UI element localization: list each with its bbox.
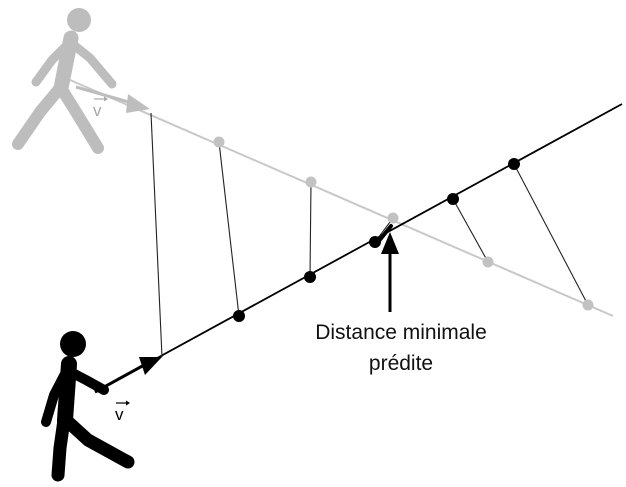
connector-line-6 bbox=[513, 163, 589, 306]
top-point-5 bbox=[582, 299, 594, 311]
velocity-label-top: v bbox=[93, 101, 102, 120]
top-trajectory-points bbox=[213, 136, 594, 311]
velocity-label-bottom: v bbox=[115, 405, 124, 424]
bottom-point-5 bbox=[508, 158, 520, 170]
bottom-pedestrian-trajectory bbox=[94, 103, 623, 393]
annotation-line-1: Distance minimale bbox=[315, 321, 487, 344]
bottom-trajectory-points bbox=[233, 158, 520, 322]
minimal-distance-segment bbox=[376, 224, 393, 244]
top-point-4 bbox=[482, 256, 494, 268]
velocity-vector-mark-bottom-head bbox=[126, 400, 130, 406]
top-point-2 bbox=[305, 176, 317, 188]
velocity-arrow-bottom-icon bbox=[94, 357, 162, 394]
top-pedestrian-trajectory bbox=[69, 79, 614, 317]
minimal-distance-arrow-icon bbox=[381, 232, 399, 312]
walking-person-icon-top bbox=[12, 8, 117, 154]
connector-line-3 bbox=[309, 181, 312, 278]
connector-line-2 bbox=[218, 141, 240, 317]
connector-line-1 bbox=[150, 112, 163, 358]
velocity-vector-mark-top-head bbox=[104, 96, 108, 102]
top-point-1 bbox=[213, 136, 225, 148]
connector-line-5 bbox=[452, 198, 489, 263]
top-point-3 bbox=[387, 212, 399, 224]
annotation-line-2: prédite bbox=[369, 352, 433, 375]
velocity-arrow-top-icon bbox=[75, 85, 150, 113]
bottom-point-2 bbox=[304, 271, 316, 283]
walking-person-icon-bottom bbox=[41, 331, 135, 482]
connector-lines bbox=[150, 112, 589, 358]
bottom-point-4 bbox=[447, 193, 459, 205]
bottom-point-1 bbox=[233, 310, 245, 322]
